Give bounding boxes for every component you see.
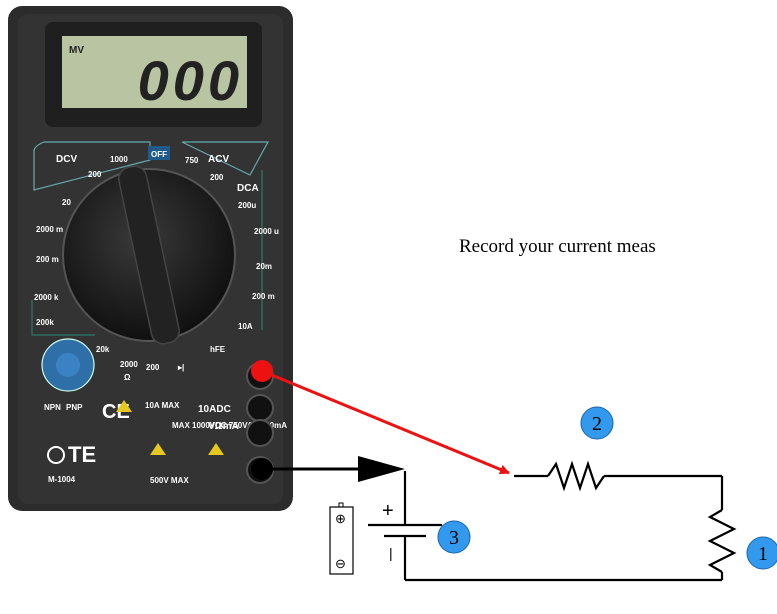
lcd-screen [62,36,247,108]
callout-3-label: 3 [449,527,459,549]
instruction-text: Record your current meas [459,236,656,257]
warning-icon-2 [150,443,166,455]
red-probe-tip[interactable] [251,360,273,382]
warning-amp: 10A MAX [145,401,180,410]
range-200-acv: 200 [210,173,224,182]
range-20m: 20m [256,262,272,271]
battery-minus-symbol: ⊖ [335,556,346,571]
range-2000-ohm: 2000 [120,360,138,369]
callout-2-label: 2 [592,413,602,435]
jack-label-amp: 10ADC [198,404,231,415]
warning-icon [116,400,132,412]
battery-icon: ⊕ ⊖ [329,502,354,575]
pnp-label: PNP [66,403,83,412]
warning-max: MAX 1000VDC 750VAC 200mA [172,421,287,430]
resistor-1 [707,509,737,573]
dcv-label: DCV [56,154,77,165]
range-2000k: 2000 k [34,293,59,302]
lcd-mode-label: MV [69,45,84,56]
range-750: 750 [185,156,199,165]
warning-icon-3 [208,443,224,455]
npn-label: NPN [44,403,61,412]
model-label: M-1004 [48,475,76,484]
multimeter: MV 000 DCV 1000 OFF 750 ACV 200 200 DCA … [8,6,293,511]
range-10a: 10A [238,322,253,331]
range-200k: 200k [36,318,54,327]
range-20k: 20k [96,345,110,354]
callout-2: 2 [580,406,614,440]
callout-1-label: 1 [758,543,768,565]
jack-10adc[interactable] [246,394,274,422]
callout-1: 1 [746,536,777,570]
off-label: OFF [151,150,167,159]
circuit [368,460,737,582]
hfe-label: hFE [210,345,226,354]
cell-plus-label: + [382,500,394,522]
warning-com: 500V MAX [150,476,189,485]
range-2000u: 2000 u [254,227,279,236]
black-probe-arrowhead [358,456,405,482]
battery-plus-symbol: ⊕ [335,511,346,526]
callout-3: 3 [437,520,471,554]
acv-label: ACV [208,154,229,165]
jack-label-volt-ohm: VΩmA [208,421,239,432]
resistor-2 [547,460,605,492]
range-2000m-v: 2000 m [36,225,63,234]
range-200u: 200u [238,201,256,210]
lcd-reading: 000 [138,49,243,112]
range-1000-v: 1000 [110,155,128,164]
range-200-ohm: 200 [146,363,160,372]
black-probe-tip[interactable] [251,458,273,480]
dial-pointer [118,165,180,345]
jack-volt-ohm[interactable] [246,419,274,447]
range-200-v: 200 [88,170,102,179]
dca-label: DCA [237,183,259,194]
range-200m-a: 200 m [252,292,275,301]
cell-minus-label: | [389,545,393,561]
ohm-label: Ω [124,373,131,382]
brand-logo: TE [68,442,96,467]
range-200m-v: 200 m [36,255,59,264]
brand-logo-mark [47,446,65,464]
red-probe-lead [261,369,510,475]
diode-symbol: ▸| [177,363,184,372]
range-20-v: 20 [62,198,71,207]
